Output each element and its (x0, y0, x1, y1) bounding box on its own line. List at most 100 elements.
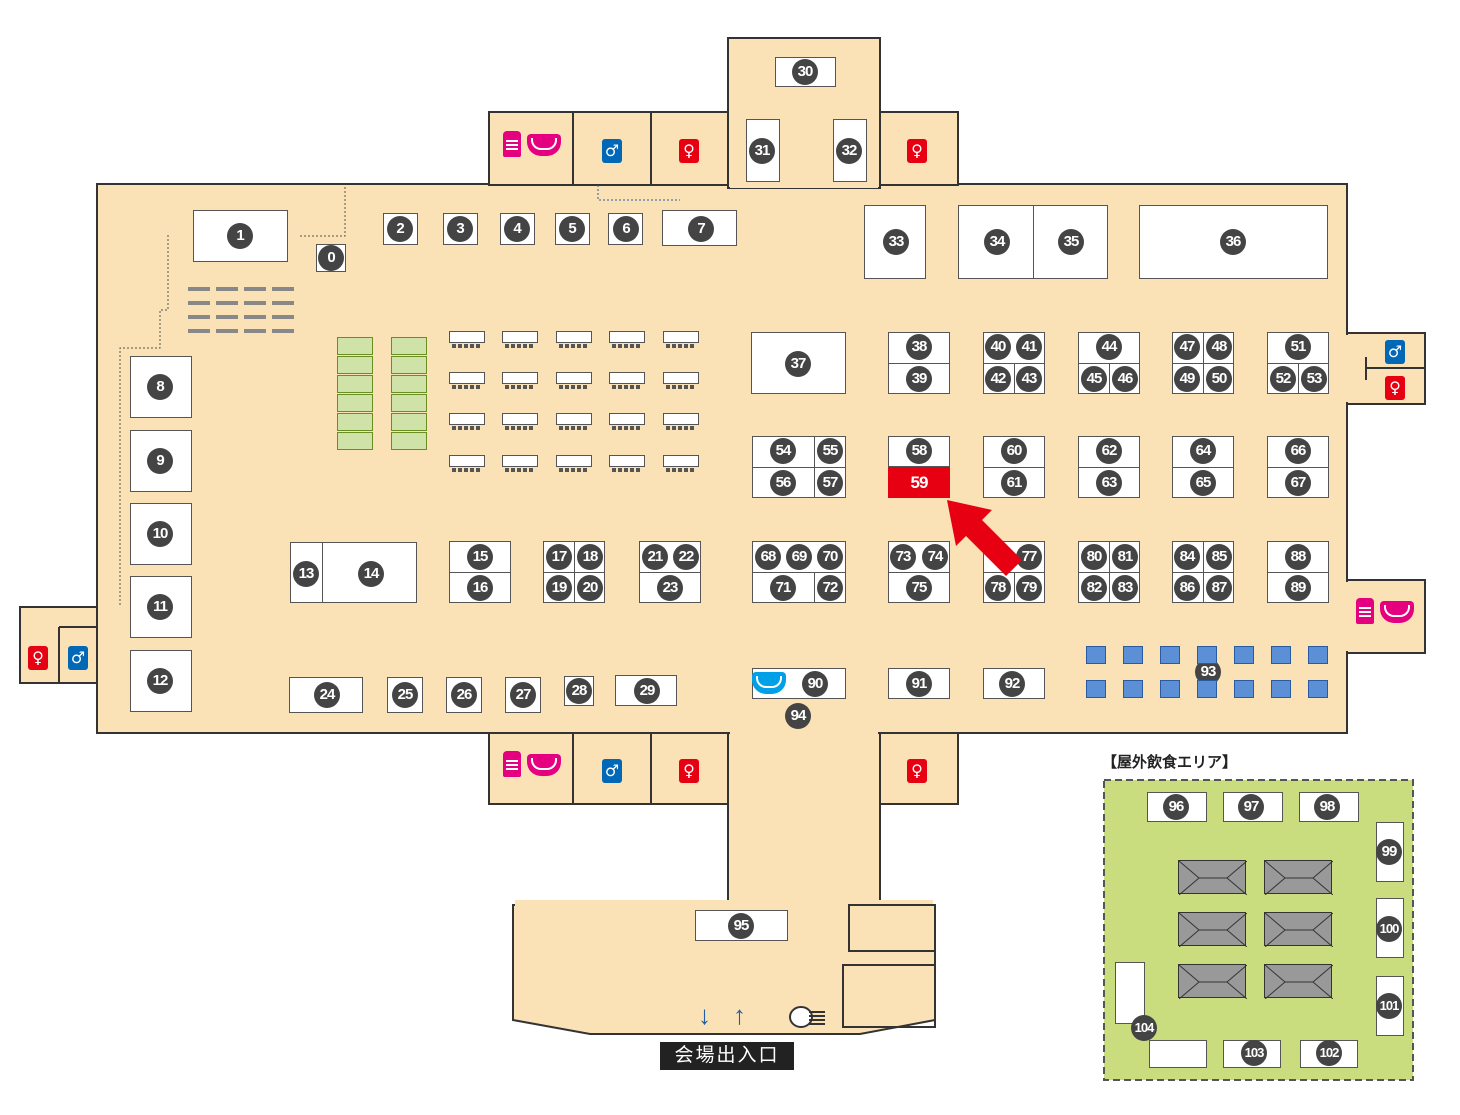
booth-number-47[interactable]: 47 (1174, 334, 1200, 360)
booth-number-37[interactable]: 37 (785, 351, 811, 377)
booth-number-26[interactable]: 26 (451, 682, 477, 708)
booth-number-66[interactable]: 66 (1285, 438, 1311, 464)
booth-number-75[interactable]: 75 (906, 575, 932, 601)
booth-number-60[interactable]: 60 (1001, 438, 1027, 464)
booth-number-62[interactable]: 62 (1096, 438, 1122, 464)
booth-number-57[interactable]: 57 (817, 470, 843, 496)
booth-number-74[interactable]: 74 (922, 544, 948, 570)
booth-number-81[interactable]: 81 (1112, 544, 1138, 570)
booth-number-2[interactable]: 2 (387, 216, 413, 242)
booth-number-11[interactable]: 11 (147, 594, 173, 620)
booth-number-39[interactable]: 39 (906, 366, 932, 392)
booth-number-103[interactable]: 103 (1241, 1040, 1267, 1066)
booth-number-99[interactable]: 99 (1376, 839, 1402, 865)
booth-number-18[interactable]: 18 (577, 544, 603, 570)
booth-number-98[interactable]: 98 (1314, 794, 1340, 820)
booth-number-80[interactable]: 80 (1081, 544, 1107, 570)
booth-number-14[interactable]: 14 (358, 561, 384, 587)
booth-box-59[interactable] (888, 467, 950, 498)
booth-number-102[interactable]: 102 (1316, 1040, 1342, 1066)
booth-number-29[interactable]: 29 (634, 678, 660, 704)
booth-number-101[interactable]: 101 (1376, 993, 1402, 1019)
booth-number-16[interactable]: 16 (467, 575, 493, 601)
booth-number-53[interactable]: 53 (1301, 366, 1327, 392)
booth-number-1[interactable]: 1 (227, 223, 253, 249)
booth-number-65[interactable]: 65 (1190, 470, 1216, 496)
booth-number-25[interactable]: 25 (392, 682, 418, 708)
booth-number-94[interactable]: 94 (785, 703, 811, 729)
booth-number-30[interactable]: 30 (792, 59, 818, 85)
booth-number-86[interactable]: 86 (1174, 575, 1200, 601)
booth-number-32[interactable]: 32 (836, 138, 862, 164)
booth-number-90[interactable]: 90 (802, 671, 828, 697)
booth-number-35[interactable]: 35 (1058, 229, 1084, 255)
booth-number-44[interactable]: 44 (1096, 334, 1122, 360)
booth-number-69[interactable]: 69 (786, 544, 812, 570)
booth-number-31[interactable]: 31 (749, 138, 775, 164)
booth-number-61[interactable]: 61 (1001, 470, 1027, 496)
booth-number-67[interactable]: 67 (1285, 470, 1311, 496)
booth-number-8[interactable]: 8 (147, 374, 173, 400)
booth-number-51[interactable]: 51 (1285, 334, 1311, 360)
booth-number-54[interactable]: 54 (770, 438, 796, 464)
booth-number-42[interactable]: 42 (985, 366, 1011, 392)
booth-number-46[interactable]: 46 (1112, 366, 1138, 392)
booth-number-10[interactable]: 10 (147, 521, 173, 547)
booth-number-4[interactable]: 4 (504, 216, 530, 242)
booth-number-28[interactable]: 28 (566, 678, 592, 704)
booth-number-23[interactable]: 23 (657, 575, 683, 601)
booth-number-64[interactable]: 64 (1190, 438, 1216, 464)
booth-number-34[interactable]: 34 (984, 229, 1010, 255)
booth-number-20[interactable]: 20 (577, 575, 603, 601)
booth-number-43[interactable]: 43 (1016, 366, 1042, 392)
booth-number-79[interactable]: 79 (1016, 575, 1042, 601)
booth-number-72[interactable]: 72 (817, 575, 843, 601)
booth-number-78[interactable]: 78 (985, 575, 1011, 601)
booth-number-24[interactable]: 24 (314, 682, 340, 708)
booth-number-21[interactable]: 21 (642, 544, 668, 570)
booth-number-89[interactable]: 89 (1285, 575, 1311, 601)
booth-number-70[interactable]: 70 (817, 544, 843, 570)
booth-number-84[interactable]: 84 (1174, 544, 1200, 570)
booth-number-19[interactable]: 19 (546, 575, 572, 601)
booth-number-87[interactable]: 87 (1206, 575, 1232, 601)
booth-number-91[interactable]: 91 (906, 671, 932, 697)
booth-number-68[interactable]: 68 (755, 544, 781, 570)
booth-number-22[interactable]: 22 (673, 544, 699, 570)
booth-number-63[interactable]: 63 (1096, 470, 1122, 496)
booth-number-92[interactable]: 92 (999, 671, 1025, 697)
booth-number-38[interactable]: 38 (906, 334, 932, 360)
booth-number-56[interactable]: 56 (770, 470, 796, 496)
booth-number-96[interactable]: 96 (1163, 794, 1189, 820)
booth-number-88[interactable]: 88 (1285, 544, 1311, 570)
booth-number-77[interactable]: 77 (1016, 544, 1042, 570)
booth-number-100[interactable]: 100 (1376, 916, 1402, 942)
booth-number-104[interactable]: 104 (1131, 1015, 1157, 1041)
booth-number-36[interactable]: 36 (1220, 229, 1246, 255)
booth-number-49[interactable]: 49 (1174, 366, 1200, 392)
booth-number-27[interactable]: 27 (510, 682, 536, 708)
booth-number-50[interactable]: 50 (1206, 366, 1232, 392)
booth-number-40[interactable]: 40 (985, 334, 1011, 360)
booth-number-55[interactable]: 55 (817, 438, 843, 464)
booth-number-45[interactable]: 45 (1081, 366, 1107, 392)
booth-number-95[interactable]: 95 (728, 913, 754, 939)
booth-number-6[interactable]: 6 (613, 216, 639, 242)
booth-number-13[interactable]: 13 (293, 561, 319, 587)
booth-number-15[interactable]: 15 (467, 544, 493, 570)
booth-number-12[interactable]: 12 (147, 668, 173, 694)
booth-number-97[interactable]: 97 (1238, 794, 1264, 820)
booth-number-48[interactable]: 48 (1206, 334, 1232, 360)
booth-number-82[interactable]: 82 (1081, 575, 1107, 601)
booth-number-41[interactable]: 41 (1016, 334, 1042, 360)
booth-number-0[interactable]: 0 (318, 245, 344, 271)
booth-number-73[interactable]: 73 (890, 544, 916, 570)
booth-number-5[interactable]: 5 (559, 216, 585, 242)
booth-number-7[interactable]: 7 (688, 216, 714, 242)
booth-number-58[interactable]: 58 (906, 438, 932, 464)
booth-number-9[interactable]: 9 (147, 448, 173, 474)
booth-number-17[interactable]: 17 (546, 544, 572, 570)
booth-box-104[interactable] (1115, 962, 1145, 1024)
booth-number-71[interactable]: 71 (770, 575, 796, 601)
booth-number-85[interactable]: 85 (1206, 544, 1232, 570)
